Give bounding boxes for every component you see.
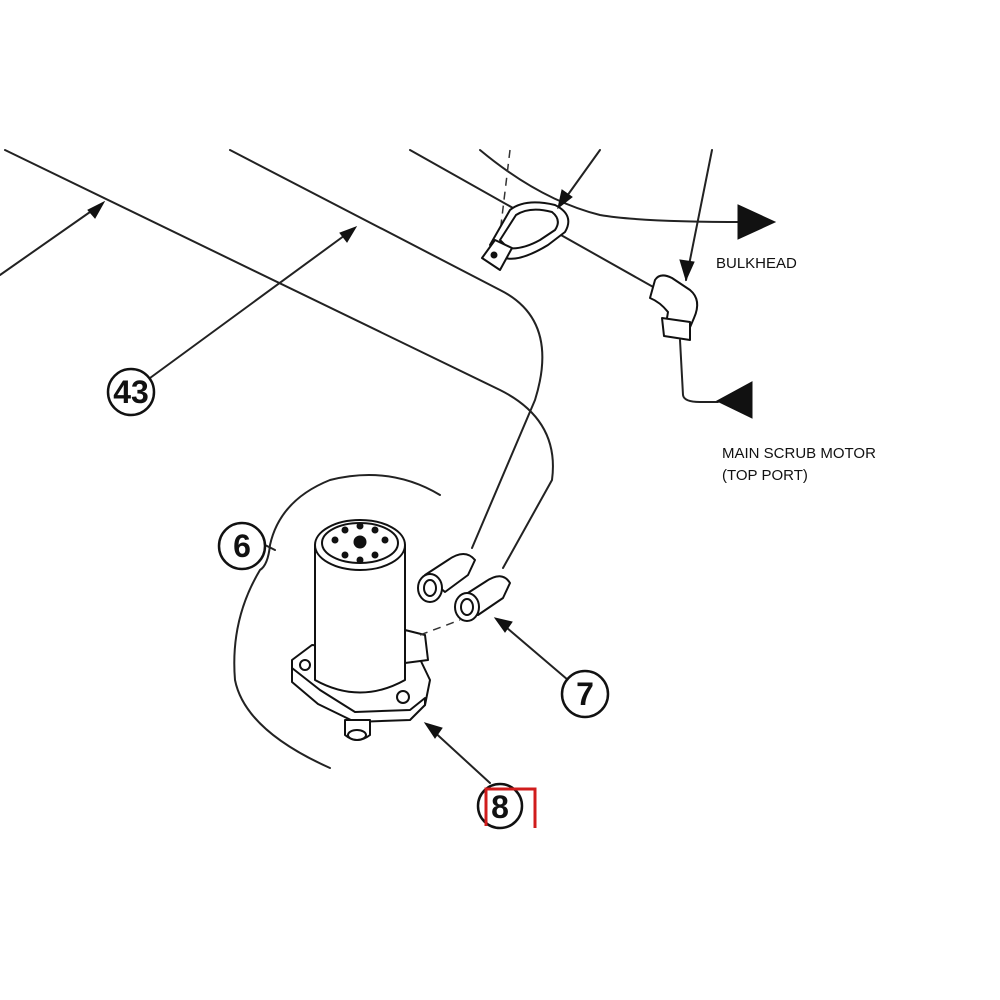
callout-43-number: 43: [113, 374, 149, 410]
fitting-centerline: [419, 619, 461, 636]
leader-clamp: [557, 149, 601, 210]
leader-7: [493, 617, 569, 681]
elbow-fitting-left: [417, 553, 476, 603]
main-scrub-motor-arrow-icon: [715, 381, 753, 419]
hydraulic-motor: [291, 519, 431, 741]
upper-hoses: [409, 149, 746, 289]
leader-6: [264, 544, 276, 551]
main-scrub-motor-label: MAIN SCRUB MOTOR: [722, 445, 876, 462]
main-scrub-motor-port-label: (TOP PORT): [722, 467, 808, 484]
callout-6: 6: [217, 521, 267, 571]
elbow-fitting-right: [454, 575, 511, 622]
bulkhead-label: BULKHEAD: [716, 255, 797, 272]
leader-43: [0, 200, 358, 379]
callout-7: 7: [560, 669, 610, 719]
highlight-box: [484, 787, 537, 828]
leader-8: [423, 722, 491, 784]
hose-clamp: [481, 201, 570, 271]
hose-43: [4, 149, 554, 569]
callout-6-number: 6: [233, 528, 251, 564]
callout-8-number: 8: [491, 789, 509, 825]
elbow-fitting-top: [649, 149, 719, 403]
callout-7-number: 7: [576, 676, 594, 712]
callout-43: 43: [106, 367, 156, 417]
panel-outline: [233, 474, 441, 769]
bulkhead-arrow-icon: [737, 204, 777, 240]
callout-8[interactable]: 8: [476, 782, 537, 830]
